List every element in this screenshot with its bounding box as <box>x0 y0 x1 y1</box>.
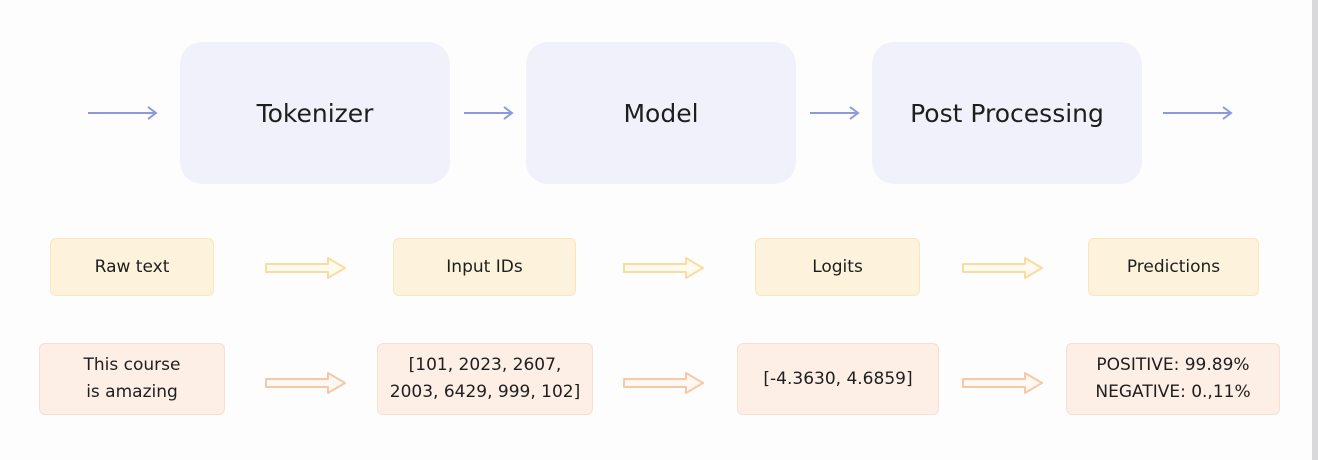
tokenizer-box: Tokenizer <box>180 42 450 184</box>
input-ids-example-line-2: 2003, 6429, 999, 102] <box>389 382 581 402</box>
predictions-text: Predictions <box>1126 257 1221 277</box>
input-ids-label: Input IDs <box>393 238 576 296</box>
example-arrow-1 <box>265 372 346 394</box>
logits-text: Logits <box>812 257 863 277</box>
model-box: Model <box>526 42 796 184</box>
raw-text-text: Raw text <box>94 257 170 277</box>
raw-text-label: Raw text <box>50 238 214 296</box>
right-edge-strip <box>1312 0 1318 460</box>
post-processing-box: Post Processing <box>872 42 1142 184</box>
example-arrow-2 <box>623 372 704 394</box>
label-arrow-2 <box>623 257 704 279</box>
predictions-label: Predictions <box>1088 238 1259 296</box>
predictions-example-line-1: POSITIVE: 99.89% <box>1096 355 1250 375</box>
output-arrow <box>1163 106 1233 120</box>
label-arrow-3 <box>962 257 1043 279</box>
tokenizer-label: Tokenizer <box>256 98 374 128</box>
input-ids-example: [101, 2023, 2607, 2003, 6429, 999, 102] <box>377 343 593 415</box>
model-label: Model <box>623 98 699 128</box>
predictions-example: POSITIVE: 99.89% NEGATIVE: 0.,11% <box>1066 343 1280 415</box>
input-ids-text: Input IDs <box>446 257 523 277</box>
raw-text-example-line-1: This course <box>83 355 181 375</box>
tokenizer-to-model-arrow <box>464 106 514 120</box>
logits-example-line-1: [-4.3630, 4.6859] <box>763 368 913 389</box>
input-ids-example-line-1: [101, 2023, 2607, <box>408 355 562 375</box>
logits-example: [-4.3630, 4.6859] <box>737 343 939 415</box>
label-arrow-1 <box>265 257 346 279</box>
predictions-example-line-2: NEGATIVE: 0.,11% <box>1095 382 1251 402</box>
input-arrow <box>88 106 158 120</box>
post-processing-label: Post Processing <box>910 98 1104 128</box>
logits-label: Logits <box>755 238 920 296</box>
model-to-postprocessing-arrow <box>810 106 860 120</box>
raw-text-example-line-2: is amazing <box>86 382 178 402</box>
example-arrow-3 <box>962 372 1043 394</box>
raw-text-example: This course is amazing <box>39 343 225 415</box>
